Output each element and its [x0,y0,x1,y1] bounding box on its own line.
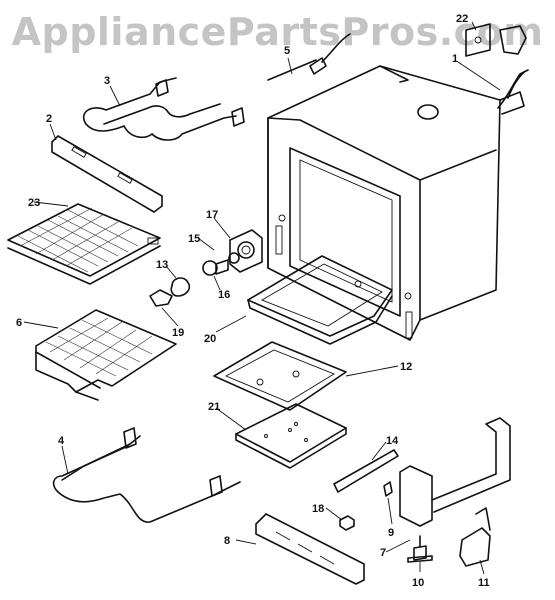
callout-4: 4 [58,435,65,447]
callout-9: 9 [388,527,394,539]
broil-element-bracket[interactable] [51,135,163,213]
callout-14: 14 [386,435,399,447]
leveling-leg[interactable] [407,535,433,563]
light-lens[interactable] [170,277,191,297]
callout-labels: 1 2 3 4 5 6 7 8 9 10 11 12 13 14 15 16 1… [16,13,490,589]
callout-23: 23 [28,197,40,209]
callout-19: 19 [172,327,184,339]
callout-2: 2 [46,113,52,125]
callout-15: 15 [188,233,200,245]
wire-harness-clip[interactable] [465,23,527,57]
support-rail[interactable] [333,449,399,493]
oven-rack-half[interactable] [35,309,177,401]
callout-8: 8 [224,535,230,547]
bulb-socket[interactable] [202,259,229,276]
callout-18: 18 [312,503,324,515]
heat-shield[interactable] [235,403,347,469]
callout-3: 3 [104,75,110,87]
callout-17: 17 [206,209,218,221]
light-housing[interactable] [229,229,263,273]
bake-element-cover[interactable] [213,341,347,411]
callout-10: 10 [412,577,424,589]
light-bulb[interactable] [228,252,240,264]
wire-harness-1 [497,69,529,109]
callout-11: 11 [478,577,490,589]
leader-lines [23,21,501,575]
nut[interactable] [339,515,355,531]
oven-rack-full[interactable] [7,203,161,285]
callout-21: 21 [208,401,220,413]
callout-7: 7 [380,547,386,559]
broil-element[interactable] [82,77,245,141]
screw[interactable] [383,481,393,497]
oven-bottom-pan[interactable] [247,255,393,345]
rear-leg-bracket[interactable] [399,417,511,527]
callout-22: 22 [456,13,468,25]
callout-1: 1 [452,53,458,65]
callout-13: 13 [156,259,168,271]
callout-16: 16 [218,289,230,301]
callout-5: 5 [284,45,290,57]
temperature-sensor[interactable] [267,33,351,81]
anti-tip-bracket[interactable] [459,507,491,567]
toe-kick-panel[interactable] [255,513,365,585]
callout-20: 20 [204,333,216,345]
lens-gasket[interactable] [149,289,173,307]
bake-element[interactable] [52,427,241,523]
oven-cavity[interactable] [267,65,525,341]
callout-12: 12 [400,361,412,373]
watermark-text: AppliancePartsPros.com [11,10,544,54]
callout-6: 6 [16,317,22,329]
